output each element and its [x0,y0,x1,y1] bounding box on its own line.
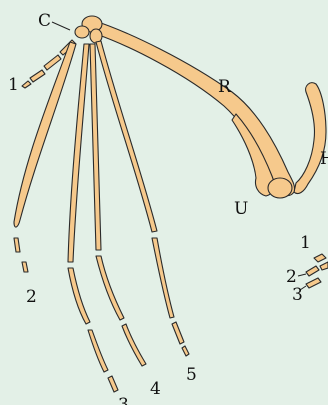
label-inset-1: 1 [300,233,311,253]
label-digit-4: 4 [150,379,161,399]
label-digit-5: 5 [186,365,197,385]
digit4-phalanx-1 [96,256,124,320]
digit2-metacarpal [14,42,76,227]
label-digit-3: 3 [118,395,129,405]
label-radius: R [218,77,232,97]
digit3-phalanx-2 [88,330,108,372]
digit4-phalanx-2 [122,324,146,366]
digit1-phalanx-1 [44,55,61,70]
inset-leader-2 [298,274,306,276]
inset-bone-1 [314,254,326,262]
digit2-phalanx-2 [22,262,28,272]
digit5-claw [182,346,189,356]
digit5-phalanx-1 [152,238,174,318]
label-digit-2: 2 [26,287,37,307]
carpal-leader-line [52,22,70,30]
humerus-bone [294,83,326,194]
digit3-phalanx-1 [68,268,90,324]
label-carpal: C [38,11,51,31]
label-humerus: H [320,149,328,169]
label-inset-2: 2 [286,267,297,287]
digit1-claw [22,81,31,88]
digit1-phalanx-2 [30,70,45,82]
digit3-metacarpal [68,44,89,262]
digit3-phalanx-3 [108,376,118,392]
digit2-phalanx-1 [14,238,20,252]
digit4-metacarpal [90,44,101,250]
inset-bone-4 [320,262,328,270]
digit5-phalanx-2 [172,322,184,344]
inset-bone-3 [306,278,321,288]
digit5-metacarpal [96,41,157,232]
label-digit-1: 1 [8,75,19,95]
label-ulna: U [234,199,248,219]
elbow-joint [268,178,292,198]
label-inset-3: 3 [292,285,303,305]
carpal-bone-b [75,26,89,38]
inset-bone-2 [306,266,319,276]
